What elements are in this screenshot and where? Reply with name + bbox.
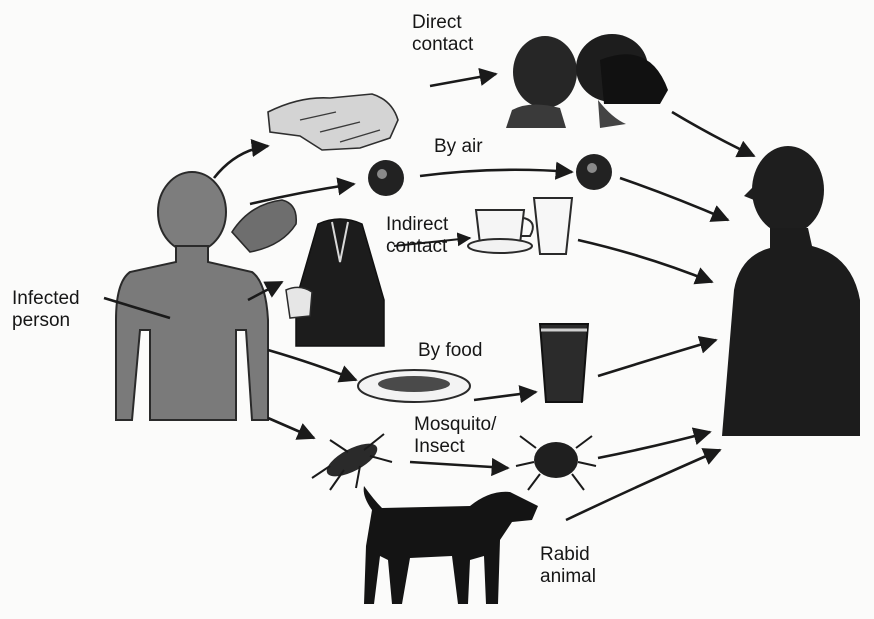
direct-contact-label: Direct contact <box>412 12 473 56</box>
by-air-label: By air <box>434 136 483 158</box>
tick-insect-image <box>516 436 596 490</box>
infected-person-label-line2: person <box>12 310 80 332</box>
drink-glass-image <box>540 324 588 402</box>
arrow-mosquito-to-tick <box>410 462 508 468</box>
arrow-person-to-air <box>250 184 354 204</box>
by-food-label: By food <box>418 340 482 362</box>
infected-person-label-line1: Infected <box>12 288 80 310</box>
mosquito-image <box>312 434 392 490</box>
arrow-air-to-air <box>420 170 572 176</box>
coat-image <box>286 219 384 346</box>
arrow-drink-to-healthy <box>598 340 716 376</box>
indirect-contact-label: Indirect contact <box>386 214 448 258</box>
indirect-contact-label-line2: contact <box>386 236 448 258</box>
indirect-contact-label-line1: Indirect <box>386 214 448 236</box>
infected-person-figure <box>116 172 268 420</box>
rabid-dog-image <box>364 486 538 604</box>
direct-contact-label-line1: Direct <box>412 12 473 34</box>
arrow-dog-to-healthy <box>566 450 720 520</box>
sneeze-spray-image <box>232 200 296 252</box>
arrow-person-to-food <box>268 350 356 380</box>
arrow-air-to-healthy <box>620 178 728 220</box>
rabid-animal-label-line1: Rabid <box>540 544 596 566</box>
mosquito-insect-label-line1: Mosquito/ <box>414 414 496 436</box>
arrow-plate-to-drink <box>474 392 536 400</box>
arrow-couple-to-healthy <box>672 112 754 156</box>
healthy-person-figure <box>722 146 860 436</box>
mosquito-insect-label: Mosquito/ Insect <box>414 414 496 458</box>
infected-person-label: Infected person <box>12 288 80 332</box>
arrow-handshake-to-couple <box>430 74 496 86</box>
arrow-person-to-handshake <box>214 146 268 178</box>
arrow-person-to-mosquito <box>268 418 314 438</box>
rabid-animal-label: Rabid animal <box>540 544 596 588</box>
arrow-tick-to-healthy <box>598 432 710 458</box>
rabid-animal-label-line2: animal <box>540 566 596 588</box>
cup-and-glass-image <box>468 198 572 254</box>
plate-of-food-image <box>358 370 470 402</box>
direct-contact-label-line2: contact <box>412 34 473 56</box>
mosquito-insect-label-line2: Insect <box>414 436 496 458</box>
kissing-couple-image <box>506 34 668 128</box>
arrow-indirect-to-healthy <box>578 240 712 282</box>
air-droplets <box>368 154 612 196</box>
handshake-image <box>268 94 398 150</box>
